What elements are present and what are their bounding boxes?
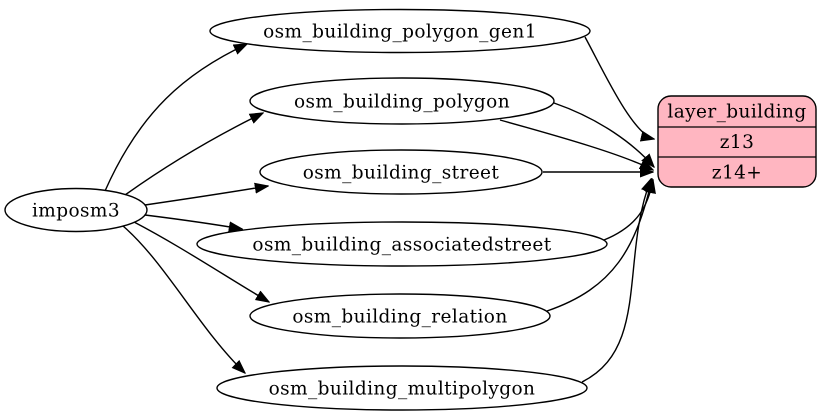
table-node-osm-building-relation: osm_building_relation bbox=[249, 293, 551, 339]
layer-row-z13: z13 bbox=[720, 132, 755, 153]
table-ellipse bbox=[249, 77, 555, 125]
edge-imposm3-to-osm_building_multipolygon bbox=[122, 225, 245, 373]
table-label: osm_building_associatedstreet bbox=[252, 235, 551, 256]
imposm3-label: imposm3 bbox=[32, 201, 120, 222]
table-ellipse bbox=[209, 8, 591, 54]
edge-imposm3-to-osm_building_polygon bbox=[124, 113, 263, 196]
node-imposm3: imposm3 bbox=[4, 187, 148, 233]
table-ellipse bbox=[216, 365, 588, 411]
layer-row-z14: z14+ bbox=[712, 163, 762, 184]
table-label: osm_building_street bbox=[303, 163, 500, 184]
layer-building-record: layer_building z13 z14+ bbox=[657, 95, 817, 188]
edges-layer bbox=[104, 36, 654, 383]
table-node-osm-building-polygon-gen1: osm_building_polygon_gen1 bbox=[209, 8, 591, 54]
imposm3-ellipse bbox=[4, 187, 148, 233]
table-ellipse bbox=[249, 293, 551, 339]
edge-osm_building_polygon-to-layer_building-z14+ bbox=[553, 102, 654, 167]
table-label: osm_building_polygon_gen1 bbox=[263, 22, 537, 43]
table-ellipse bbox=[259, 149, 543, 195]
table-node-osm-building-associatedstreet: osm_building_associatedstreet bbox=[196, 221, 608, 267]
edge-imposm3-to-osm_building_polygon_gen1 bbox=[104, 44, 247, 192]
table-label: osm_building_relation bbox=[292, 307, 507, 328]
table-node-osm-building-multipolygon: osm_building_multipolygon bbox=[216, 365, 588, 411]
edge-osm_building_polygon_gen1-to-layer_building-z13 bbox=[584, 36, 654, 139]
edge-imposm3-to-osm_building_relation bbox=[133, 221, 269, 302]
edge-osm_building_associatedstreet-to-layer_building-z14+ bbox=[603, 180, 653, 241]
edge-osm_building_multipolygon-to-layer_building-z14+ bbox=[581, 179, 652, 383]
table-node-osm-building-street: osm_building_street bbox=[259, 149, 543, 195]
table-ellipse bbox=[196, 221, 608, 267]
layer-building-title: layer_building bbox=[667, 102, 806, 123]
edge-imposm3-to-osm_building_associatedstreet bbox=[144, 214, 242, 229]
edge-osm_building_polygon-to-layer_building-z14+ bbox=[499, 119, 653, 170]
layer-building-box bbox=[657, 95, 817, 188]
edge-imposm3-to-osm_building_street bbox=[144, 186, 268, 206]
table-label: osm_building_polygon bbox=[294, 92, 510, 113]
table-node-osm-building-polygon: osm_building_polygon bbox=[249, 77, 555, 125]
table-label: osm_building_multipolygon bbox=[269, 379, 536, 400]
edge-osm_building_relation-to-layer_building-z14+ bbox=[546, 179, 652, 312]
